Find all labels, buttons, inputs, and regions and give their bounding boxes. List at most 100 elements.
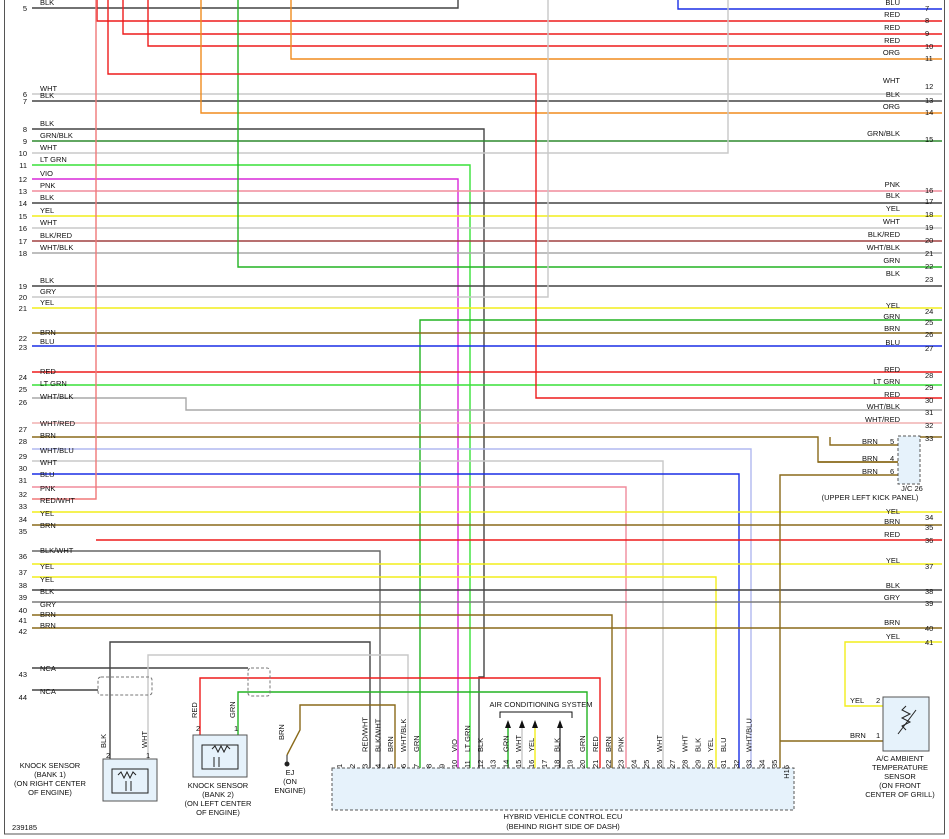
right-pin-40-number: 40 — [925, 624, 933, 633]
ecu-pin-7-wire: GRN — [412, 735, 421, 752]
ecu-pin-12-number: 12 — [476, 760, 485, 768]
knock-sensor-2-bank: (BANK 2) — [202, 790, 234, 799]
ambient-sensor-title2: TEMPERATURE — [872, 763, 928, 772]
left-pin-24-number: 24 — [19, 373, 27, 382]
ecu-pin-2-number: 2 — [348, 764, 357, 768]
left-pin-10-number: 10 — [19, 149, 27, 158]
wire-top-0 — [32, 0, 459, 9]
left-pin-18-number: 18 — [19, 249, 27, 258]
ambient-wire-yel — [844, 641, 942, 707]
left-pin-41-label: BRN — [40, 610, 56, 619]
right-pin-21-label: WHT/BLK — [867, 243, 900, 252]
right-pin-24-label: YEL — [886, 301, 900, 310]
ecu-pin-24-number: 24 — [629, 760, 638, 768]
right-pin-10-number: 10 — [925, 42, 933, 51]
jc-pin-4-number: 4 — [890, 454, 894, 463]
right-pin-17-number: 17 — [925, 197, 933, 206]
ecu-pin-5-number: 5 — [386, 764, 395, 768]
wire-top-3 — [122, 0, 942, 35]
left-pin-39-label: BLK — [40, 587, 54, 596]
right-pin-16-number: 16 — [925, 186, 933, 195]
left-pin-35-number: 35 — [19, 527, 27, 536]
ej-on: (ON — [283, 777, 297, 786]
ecu-pin-26-number: 26 — [655, 760, 664, 768]
wire-grn-22 — [237, 0, 942, 268]
left-pin-22-label: BRN — [40, 328, 56, 337]
left-pin-5-label: BLK — [40, 0, 54, 7]
left-pin-29-label: WHT/BLU — [40, 446, 74, 455]
wire-11 — [32, 164, 471, 770]
left-pin-8-label: BLK — [40, 119, 54, 128]
left-pin-9-label: GRN/BLK — [40, 131, 73, 140]
left-pin-44-number: 44 — [19, 693, 27, 702]
ecu-pin-31-wire: BLU — [719, 737, 728, 752]
ks2-pin-2: 2 — [196, 724, 200, 733]
ecu-pin-18-number: 18 — [553, 760, 562, 768]
left-pin-11-number: 11 — [19, 161, 27, 170]
left-pin-44-label: NCA — [40, 687, 56, 696]
left-pin-37-label: YEL — [40, 562, 54, 571]
ks2-wire-red — [199, 677, 601, 770]
jc-wire-4-label: BRN — [862, 454, 878, 463]
right-pin-37-number: 37 — [925, 562, 933, 571]
ambient-sensor-symbol — [897, 705, 917, 735]
jc-wire-6-label: BRN — [862, 467, 878, 476]
right-pin-18-number: 18 — [925, 210, 933, 219]
ks1-wht-label: WHT — [140, 731, 149, 748]
left-pin-12-label: VIO — [40, 169, 53, 178]
ej-title: EJ — [286, 768, 295, 777]
right-pin-34-number: 34 — [925, 513, 933, 522]
right-pin-28-label: RED — [884, 365, 900, 374]
left-pin-35-label: BRN — [40, 521, 56, 530]
knock-sensor-1-title: KNOCK SENSOR — [20, 761, 81, 770]
right-pin-17-label: BLK — [886, 191, 900, 200]
right-pin-13-label: BLK — [886, 90, 900, 99]
wire-red-30 — [107, 0, 942, 399]
ecu-pin-20-wire: GRN — [578, 735, 587, 752]
ac-arrow-3 — [557, 720, 563, 728]
jc-wire-5 — [829, 437, 898, 446]
left-pin-16-label: WHT — [40, 218, 57, 227]
knock-sensor-2-body — [192, 734, 248, 778]
right-pin-25-number: 25 — [925, 318, 933, 327]
wire-36 — [32, 550, 381, 770]
left-pin-26-label: WHT/BLK — [40, 392, 73, 401]
left-pin-28-label: BRN — [40, 431, 56, 440]
ac-arrow-0 — [505, 720, 511, 728]
left-pin-7-number: 7 — [23, 97, 27, 106]
left-pin-33-label: RED/WHT — [40, 496, 75, 505]
left-pin-8-number: 8 — [23, 125, 27, 134]
left-pin-37-number: 37 — [19, 568, 27, 577]
jc-wire-6 — [779, 474, 898, 770]
knock-sensor-1-loc2: OF ENGINE) — [28, 788, 72, 797]
right-pin-8-label: RED — [884, 10, 900, 19]
ecu-pin-34-number: 34 — [757, 760, 766, 768]
left-pin-42-label: BRN — [40, 621, 56, 630]
ecu-pin-22-number: 22 — [604, 760, 613, 768]
right-pin-11-label: ORG — [883, 48, 900, 57]
knock-sensor-2-title: KNOCK SENSOR — [188, 781, 249, 790]
ecu-pin-7-number: 7 — [412, 764, 421, 768]
wire-10 — [32, 0, 729, 154]
right-pin-36-number: 36 — [925, 536, 933, 545]
left-pin-22-number: 22 — [19, 334, 27, 343]
wire-29 — [32, 448, 752, 770]
left-pin-19-number: 19 — [19, 282, 27, 291]
wire-20 — [32, 0, 549, 298]
ecu-pin-33-number: 33 — [745, 760, 754, 768]
jc-pin-5-number: 5 — [890, 437, 894, 446]
right-pin-36-label: RED — [884, 530, 900, 539]
ks2-wire-grn — [237, 691, 588, 770]
jc-pin-6-number: 6 — [890, 467, 894, 476]
left-pin-40-label: GRY — [40, 600, 56, 609]
ambient-pin-1-wire: BRN — [850, 731, 866, 740]
figure-id: 239185 — [12, 823, 37, 832]
left-pin-32-number: 32 — [19, 490, 27, 499]
right-pin-41-number: 41 — [925, 638, 933, 647]
ecu-pin-16-number: 16 — [527, 760, 536, 768]
right-pin-15-label: GRN/BLK — [867, 129, 900, 138]
left-pin-34-number: 34 — [19, 515, 27, 524]
right-pin-34-label: YEL — [886, 507, 900, 516]
ej-ground-symbol — [284, 755, 290, 767]
ecu-pin-9-number: 9 — [437, 764, 446, 768]
